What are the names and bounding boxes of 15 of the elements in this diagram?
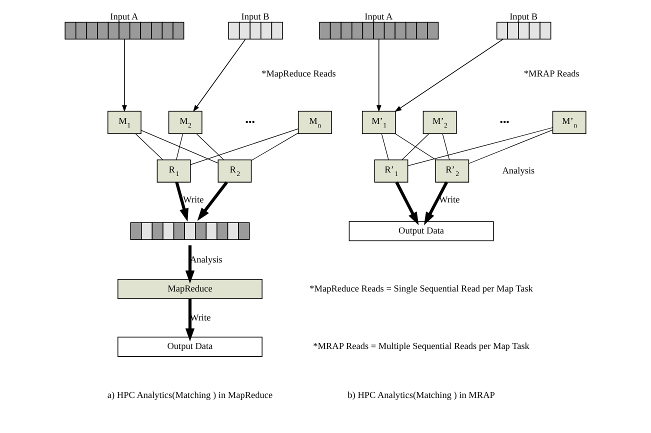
label: Analysis: [502, 166, 535, 176]
node-label: Input A: [110, 12, 138, 23]
label: *MRAP Reads = Multiple Sequential Reads per Map Task: [313, 342, 530, 352]
label: *MapReduce Reads = Single Sequential Read per Map Task: [310, 284, 533, 294]
edge-label: Write: [439, 195, 460, 206]
label: •••: [500, 118, 510, 128]
node-label: Input B: [510, 12, 538, 23]
edge-label: Write: [183, 195, 204, 206]
label: b) HPC Analytics(Matching ) in MRAP: [348, 390, 495, 401]
label: •••: [245, 118, 255, 128]
label: *MRAP Reads: [524, 69, 580, 80]
label: a) HPC Analytics(Matching ) in MapReduce: [107, 390, 273, 401]
node-label: Input A: [364, 12, 393, 23]
node-label: Input B: [241, 12, 270, 23]
label: *MapReduce Reads: [262, 69, 336, 80]
